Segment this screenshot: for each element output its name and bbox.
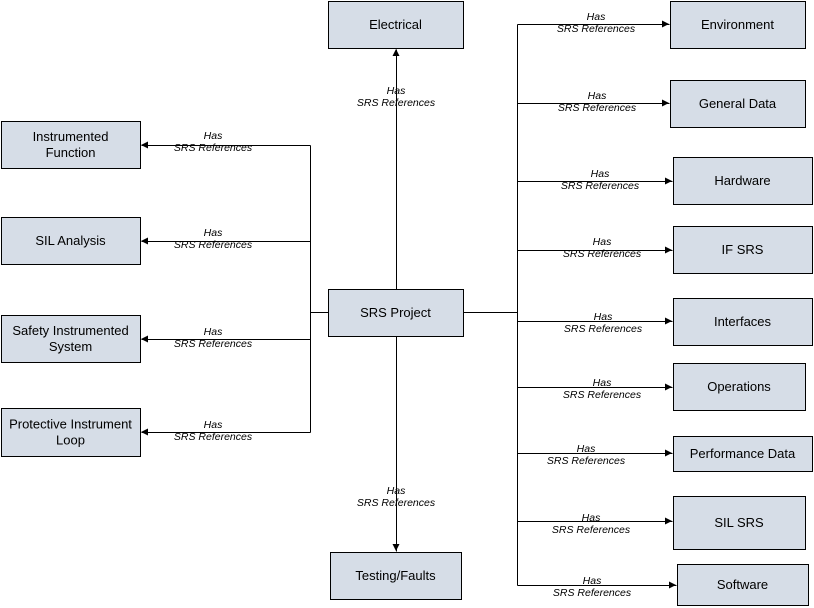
- interfaces-box[interactable]: Interfaces: [673, 298, 813, 346]
- general-data-relationship-label-1: Has: [588, 90, 607, 102]
- environment-relationship-label-1: Has: [587, 11, 606, 23]
- arrow-protective-instrument-loop: [141, 428, 148, 436]
- operations-label: Operations: [707, 379, 771, 394]
- performance-data-label: Performance Data: [690, 446, 796, 461]
- performance-data-relationship-label-2: SRS References: [547, 455, 626, 467]
- sil-analysis-label: SIL Analysis: [35, 233, 106, 248]
- environment-relationship-label-2: SRS References: [557, 23, 636, 35]
- arrow-safety-instrumented-system: [141, 335, 148, 343]
- protective-instrument-loop-label-1: Protective Instrument: [9, 417, 132, 432]
- electrical-box[interactable]: Electrical: [328, 1, 464, 49]
- instrumented-function-label-2: Function: [46, 145, 96, 160]
- interfaces-label: Interfaces: [714, 314, 772, 329]
- sil-analysis-relationship-label-2: SRS References: [174, 239, 253, 251]
- arrow-sil-analysis: [141, 237, 148, 245]
- sil-srs-relationship-label-2: SRS References: [552, 524, 631, 536]
- performance-data-relationship-label-1: Has: [577, 443, 596, 455]
- arrow-environment: [662, 20, 669, 28]
- operations-relationship-label-1: Has: [593, 377, 612, 389]
- safety-instrumented-system-relationship-label-1: Has: [204, 326, 223, 338]
- electrical-label: Electrical: [369, 17, 422, 32]
- sil-analysis-relationship-label-1: Has: [204, 227, 223, 239]
- general-data-relationship-label-2: SRS References: [558, 102, 637, 114]
- if-srs-label: IF SRS: [722, 242, 764, 257]
- hardware-relationship-label-2: SRS References: [561, 180, 640, 192]
- arrow-software: [669, 581, 676, 589]
- hardware-label: Hardware: [714, 173, 770, 188]
- performance-data-box[interactable]: Performance Data: [673, 436, 813, 472]
- arrow-electrical: [392, 49, 400, 56]
- protective-instrument-loop-label-2: Loop: [56, 433, 85, 448]
- environment-label: Environment: [701, 17, 774, 32]
- environment-box[interactable]: Environment: [670, 1, 806, 49]
- testing-faults-relationship-label-2: SRS References: [357, 497, 436, 509]
- software-relationship-label-1: Has: [583, 575, 602, 587]
- testing-faults-relationship-label-1: Has: [387, 485, 406, 497]
- srs-project-label: SRS Project: [360, 305, 431, 320]
- arrow-operations: [665, 383, 672, 391]
- arrow-hardware: [665, 177, 672, 185]
- if-srs-box[interactable]: IF SRS: [673, 226, 813, 274]
- safety-instrumented-system-relationship-label-2: SRS References: [174, 338, 253, 350]
- arrow-if-srs: [665, 246, 672, 254]
- arrow-interfaces: [665, 317, 672, 325]
- instrumented-function-relationship-label-1: Has: [204, 130, 223, 142]
- electrical-relationship-label-1: Has: [387, 85, 406, 97]
- safety-instrumented-system-label-1: Safety Instrumented: [12, 323, 128, 338]
- software-relationship-label-2: SRS References: [553, 587, 632, 599]
- operations-box[interactable]: Operations: [673, 363, 806, 411]
- instrumented-function-label-1: Instrumented: [33, 129, 109, 144]
- safety-instrumented-system-label-2: System: [49, 339, 92, 354]
- testing-faults-box[interactable]: Testing/Faults: [330, 552, 462, 600]
- sil-srs-box[interactable]: SIL SRS: [673, 496, 806, 550]
- arrow-general-data: [662, 99, 669, 107]
- software-box[interactable]: Software: [677, 564, 809, 606]
- hardware-box[interactable]: Hardware: [673, 157, 813, 205]
- if-srs-relationship-label-2: SRS References: [563, 248, 642, 260]
- electrical-relationship-label-2: SRS References: [357, 97, 436, 109]
- if-srs-relationship-label-1: Has: [593, 236, 612, 248]
- arrow-sil-srs: [665, 517, 672, 525]
- instrumented-function-relationship-label-2: SRS References: [174, 142, 253, 154]
- arrow-performance-data: [665, 449, 672, 457]
- hardware-relationship-label-1: Has: [591, 168, 610, 180]
- arrow-testing-faults: [392, 544, 400, 551]
- sil-analysis-box[interactable]: SIL Analysis: [1, 217, 141, 265]
- sil-srs-label: SIL SRS: [714, 515, 764, 530]
- testing-faults-label: Testing/Faults: [355, 568, 436, 583]
- operations-relationship-label-2: SRS References: [563, 389, 642, 401]
- interfaces-relationship-label-2: SRS References: [564, 323, 643, 335]
- software-label: Software: [717, 577, 768, 592]
- interfaces-relationship-label-1: Has: [594, 311, 613, 323]
- protective-instrument-loop-relationship-label-2: SRS References: [174, 431, 253, 443]
- general-data-label: General Data: [699, 96, 777, 111]
- protective-instrument-loop-relationship-label-1: Has: [204, 419, 223, 431]
- arrow-instrumented-function: [141, 141, 148, 149]
- sil-srs-relationship-label-1: Has: [582, 512, 601, 524]
- general-data-box[interactable]: General Data: [670, 80, 806, 128]
- srs-project-box[interactable]: SRS Project: [328, 289, 464, 337]
